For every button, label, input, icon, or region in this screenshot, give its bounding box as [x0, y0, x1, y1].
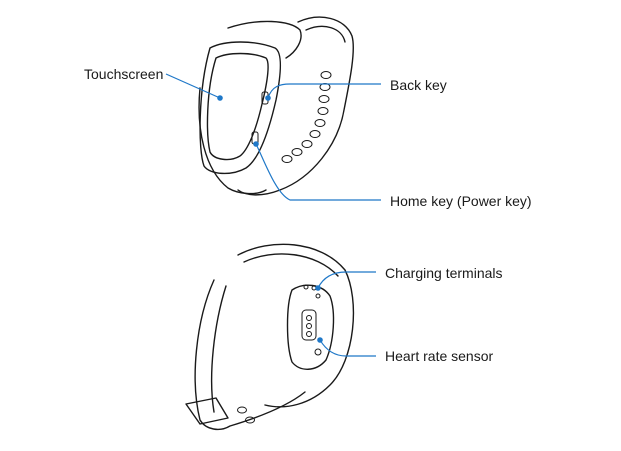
band-holes [281, 71, 332, 163]
watch-back-illustration [185, 243, 355, 431]
label-back-key: Back key [390, 77, 447, 93]
label-touchscreen: Touchscreen [84, 66, 164, 82]
leader-heart-rate-sensor [317, 337, 376, 357]
leader-back-key [265, 83, 381, 101]
touchscreen [206, 52, 269, 161]
label-home-key: Home key (Power key) [390, 193, 532, 209]
heart-rate-sensor [301, 309, 322, 356]
leader-home-key [253, 141, 381, 201]
watch-front-illustration [198, 16, 354, 196]
label-charging-terminals: Charging terminals [385, 265, 503, 281]
leader-touchscreen [165, 73, 223, 101]
leader-charging-terminals [315, 271, 376, 291]
label-heart-rate-sensor: Heart rate sensor [385, 348, 494, 364]
